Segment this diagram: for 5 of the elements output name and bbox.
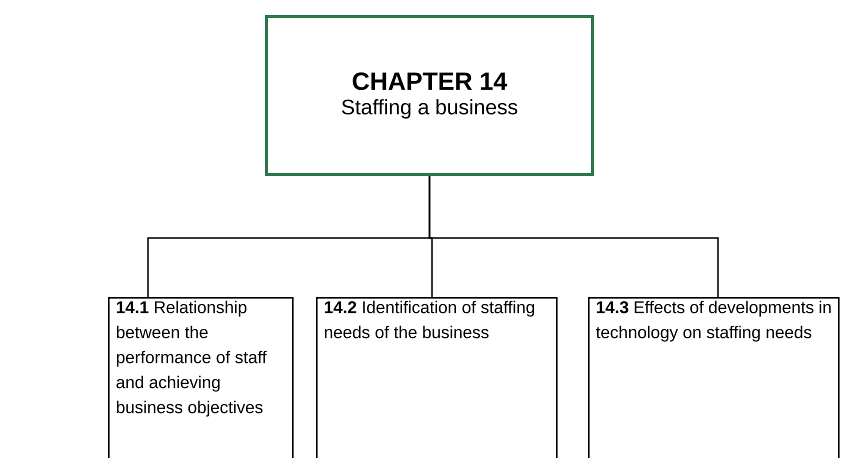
topic-box: 14.2 Identification of staffing needs of the business (316, 297, 558, 458)
topic-box: 14.1 Relationship between the performance of staff and achieving business objectives (108, 297, 294, 458)
chapter-box: CHAPTER 14 Staffing a business (265, 15, 594, 176)
topic-box: 14.3 Effects of developments in technology on staffing needs (588, 297, 840, 458)
connector-line (428, 176, 719, 297)
